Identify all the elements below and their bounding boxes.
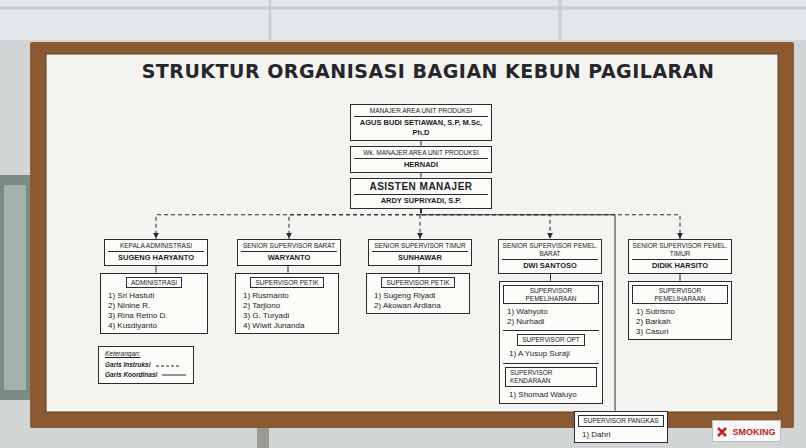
box-text: HERNADI <box>354 160 488 170</box>
legend-text: Garis Instruksi <box>105 361 151 368</box>
box-text: 2) Nurhadi <box>503 317 599 327</box>
box-text: 1) Sri Hastuti <box>104 291 204 301</box>
box-heading: Wk. MANAJER AREA UNIT PRODUKSI <box>354 149 488 159</box>
legend-row: Garis Instruksi <box>105 360 187 369</box>
box-text: 1) A Yusup Suraji <box>505 349 597 359</box>
assistant-manager-box: ASISTEN MANAJERARDY SUPRIYADI, S.P. <box>350 178 492 209</box>
staff-box: ADMINISTRASI 1) Sri Hastuti2) Ninine R.3)… <box>100 273 208 335</box>
ceiling <box>0 0 806 40</box>
box-heading: SUPERVISOR PEMELIHARAAN <box>503 285 599 305</box>
box-heading: SUPERVISOR PEMELIHARAAN <box>632 285 728 305</box>
ceiling-beam <box>0 7 806 10</box>
box-text: DIDIK HARSITO <box>632 261 728 271</box>
legend-row: Garis Koordinasi <box>105 370 187 379</box>
legend-text: Garis Koordinasi <box>105 371 157 378</box>
box-text: 4) Kusdiyanto <box>104 321 204 331</box>
box-text: AGUS BUDI SETIAWAN, S.P, M.Sc, Ph.D <box>354 118 488 138</box>
box-heading: ADMINISTRASI <box>126 277 182 289</box>
box-heading: SENIOR SUPERVISOR PEMEL. BARAT <box>502 242 598 260</box>
box-text: 2) Akowan Ardiana <box>370 301 466 311</box>
box-text: 3) Rina Retno D. <box>104 311 204 321</box>
box-heading: SUPERVISOR PANGKAS <box>578 415 663 427</box>
box-heading: SUPERVISOR KENDARAAN <box>505 367 597 387</box>
box-heading: ASISTEN MANAJER <box>354 181 488 196</box>
box-text: 3) Casuri <box>632 327 728 337</box>
box-text: 2) Ninine R. <box>104 301 204 311</box>
ceiling-beam <box>269 0 272 40</box>
box-text: 1) Sutrisno <box>632 307 728 317</box>
box-heading: SUPERVISOR PETIK <box>381 277 454 289</box>
box-text: ARDY SUPRIYADI, S.P. <box>354 196 488 206</box>
box-text: SUGENG HARYANTO <box>108 253 204 263</box>
inner-staff-box: SUPERVISOR OPT 1) A Yusup Suraji <box>503 330 599 360</box>
legend-line <box>156 365 180 366</box>
board-frame <box>30 42 794 428</box>
legend-heading: Keterangan: <box>105 350 187 357</box>
unit-head-box: SENIOR SUPERVISOR PEMEL. TIMURDIDIK HARS… <box>628 239 732 274</box>
box-text: 1) Shomad Waluyo <box>505 390 597 400</box>
box-heading: SENIOR SUPERVISOR PEMEL. TIMUR <box>632 242 728 260</box>
connector <box>419 266 420 273</box>
box-text: 1) Rusmanto <box>239 291 335 301</box>
connector <box>680 274 681 281</box>
connector <box>156 266 157 273</box>
box-text: WARYANTO <box>241 253 337 263</box>
board-surface <box>46 54 778 412</box>
manager-box: MANAJER AREA UNIT PRODUKSIAGUS BUDI SETI… <box>350 104 492 141</box>
staff-box: SUPERVISOR PEMELIHARAAN 1) Wahyoto2) Nurh… <box>499 281 603 404</box>
staff-box: SUPERVISOR PETIK 1) Sugeng Riyadi2) Akowa… <box>366 273 470 315</box>
staff-box: SUPERVISOR PETIK 1) Rusmanto2) Tarjiono3)… <box>235 273 339 335</box>
box-heading: MANAJER AREA UNIT PRODUKSI <box>354 107 488 117</box>
legend-box: Keterangan: Garis InstruksiGaris Koordina… <box>98 346 194 383</box>
box-heading: KEPALA ADMINISTRASI <box>108 242 204 252</box>
ceiling-beam <box>559 0 562 40</box>
post <box>257 426 269 448</box>
staff-box: SUPERVISOR PANGKAS 1) Dahri <box>574 411 668 443</box>
connector <box>289 209 421 239</box>
sign-text: SMOKING <box>732 427 775 437</box>
deputy-manager-box: Wk. MANAJER AREA UNIT PRODUKSIHERNADI <box>350 146 492 173</box>
legend-line-sample <box>161 372 187 378</box>
box-text: 1) Dahri <box>578 430 664 440</box>
inner-staff-box: SUPERVISOR KENDARAAN 1) Shomad Waluyo <box>503 363 599 401</box>
connector <box>421 209 550 239</box>
legend-line <box>162 374 186 375</box>
connector <box>421 209 680 239</box>
box-text: 3) G. Turyadi <box>239 311 335 321</box>
unit-head-box: SENIOR SUPERVISOR PEMEL. BARATDWI SANTOS… <box>498 239 602 274</box>
box-heading: SENIOR SUPERVISOR TIMUR <box>372 242 468 252</box>
staff-box: SUPERVISOR PEMELIHARAAN 1) Sutrisno2) Bar… <box>628 281 732 341</box>
box-heading: SUPERVISOR OPT <box>517 334 585 346</box>
window <box>0 175 30 400</box>
box-text: DWI SANTOSO <box>502 261 598 271</box>
unit-head-box: KEPALA ADMINISTRASISUGENG HARYANTO <box>104 239 208 266</box>
no-smoking-sign: SMOKING <box>712 420 781 442</box>
connector <box>156 209 421 239</box>
box-heading: SUPERVISOR PETIK <box>250 277 323 289</box>
box-text: 1) Sugeng Riyadi <box>370 291 466 301</box>
box-text: SUNHAWAR <box>372 253 468 263</box>
cross-icon <box>716 426 728 438</box>
unit-head-box: SENIOR SUPERVISOR TIMURSUNHAWAR <box>368 239 472 266</box>
cross-mark <box>718 428 726 436</box>
box-text: 4) Wiwit Junanda <box>239 321 335 331</box>
chart-title: STRUKTUR ORGANISASI BAGIAN KEBUN PAGILAR… <box>60 60 796 82</box>
box-text: 1) Wahyoto <box>503 307 599 317</box>
box-text: 2) Barkah <box>632 317 728 327</box>
box-heading: SENIOR SUPERVISOR BARAT <box>241 242 337 252</box>
box-text: 2) Tarjiono <box>239 301 335 311</box>
connector <box>288 266 289 273</box>
window-pane <box>4 185 26 390</box>
unit-head-box: SENIOR SUPERVISOR BARATWARYANTO <box>237 239 341 266</box>
legend-line-sample <box>155 363 181 369</box>
connector <box>550 274 551 281</box>
